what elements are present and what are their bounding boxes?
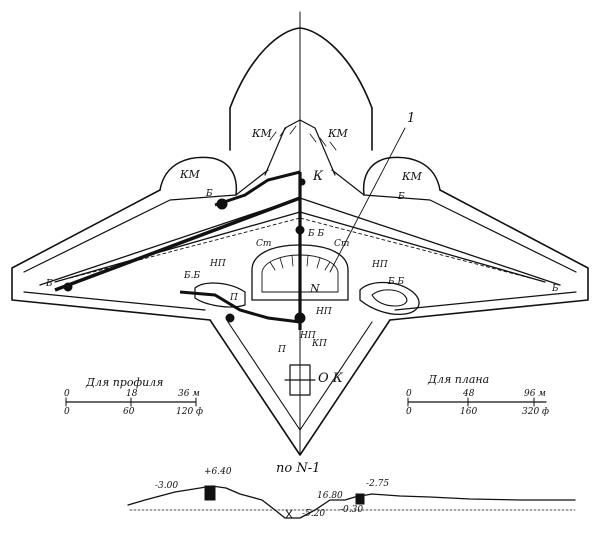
gorge-inner [227,321,373,431]
casemate-center-top [295,225,305,235]
section-mark-4: -5.20 [302,509,325,519]
label-b-left-bastion: Б [205,189,213,199]
inner-wing-left [23,169,269,311]
section-ground-line [127,485,576,519]
casemate-left [216,198,228,210]
top-lunette-outline [229,27,373,109]
outer-wing-outline [11,189,589,321]
casemate-center-bottom [294,312,306,324]
ditch-right [299,217,531,279]
label-np-lower: НП [299,331,316,341]
label-km-mid-right: КМ [401,170,423,183]
label-p-left: П [229,293,238,303]
scale-plan-top-2: 96 м [524,389,546,399]
k-casemate [264,119,336,176]
scale-profile-bottom-2: 120 ф [176,407,203,417]
section-mark-3: 16.80 [317,491,343,501]
section-casemate-left [204,485,216,501]
central-redoubt-inner [261,254,339,293]
label-b-right-bastion: Б [397,192,405,202]
section-profile: по N-1 -3.00 +6.40 -2.75 16.80 -5.20 -0.… [127,461,576,519]
label-ok: О К [318,371,344,386]
top-lunette-sides [229,107,373,151]
section-gallery [285,509,293,519]
right-lunette-outline [362,156,441,196]
label-n: N [309,282,320,295]
scale-plan-bottom-0: 0 [406,407,412,417]
section-title: по N-1 [276,461,320,476]
label-b-far-left: Б [45,279,53,289]
scale-plan: Для плана 0 48 96 м 0 160 320 ф [406,373,549,417]
label-km-top-left: КМ [251,127,273,140]
ditch-left [69,217,301,279]
label-ref-1: 1 [407,111,415,126]
central-redoubt [251,244,349,301]
gorge-gate [284,364,316,396]
left-lunette-outline [159,156,238,196]
label-km-top-right: КМ [327,127,349,140]
scale-profile-top-0: 0 [64,389,70,399]
label-b-far-right: Б [551,284,559,294]
inner-wing-right [331,169,577,311]
label-np-left: НП [209,259,226,269]
gorge-outline [209,319,391,456]
left-caponier [194,282,246,308]
label-st-right: Ст [334,239,349,249]
tunnel-left-lower [179,290,301,324]
label-st-left: Ст [256,239,271,249]
section-mark-2: -2.75 [366,479,389,489]
label-km-mid-left: КМ [179,168,201,181]
scale-plan-top-1: 48 [462,389,475,399]
covered-way-left [54,196,301,292]
scale-plan-bottom-1: 160 [460,407,477,417]
label-k: К [312,169,324,184]
scale-plan-bottom-2: 320 ф [522,407,549,417]
scale-profile-top-1: 18 [126,389,138,399]
section-casemate-right [355,493,365,505]
casemate-k [298,178,306,186]
redoubt-hatching [269,255,331,271]
ref-1-leader [329,127,406,273]
right-caponier-inner [371,289,408,307]
label-bb-left: Б.Б [183,271,200,281]
section-mark-0: -3.00 [155,481,178,491]
scale-profile-title: Для профиля [85,376,163,389]
scale-profile-bottom-0: 0 [64,407,70,417]
casemate-lower-left [225,313,235,323]
right-caponier [359,281,420,316]
label-kp-lower: КП [311,339,327,349]
casemate-far-left [63,282,73,292]
section-mark-1: +6.40 [204,467,232,477]
label-bb-center: Б Б [307,229,324,239]
scale-profile: Для профиля 0 18 36 м 0 60 120 ф [64,376,203,417]
scale-profile-bottom-1: 60 [123,407,135,417]
scale-profile-top-2: 36 м [178,389,200,399]
label-np-center: НП [315,307,332,317]
scale-plan-title: Для плана [427,373,489,386]
scale-plan-top-0: 0 [406,389,412,399]
glacis-right [299,197,561,286]
label-bb-right: Б.Б [387,277,404,287]
label-np-right: НП [371,260,388,270]
k-hatching [269,125,337,151]
tunnel-left-upper [214,170,301,207]
section-mark-5: -0.30 [340,505,363,515]
label-p-lower: П [277,345,286,355]
